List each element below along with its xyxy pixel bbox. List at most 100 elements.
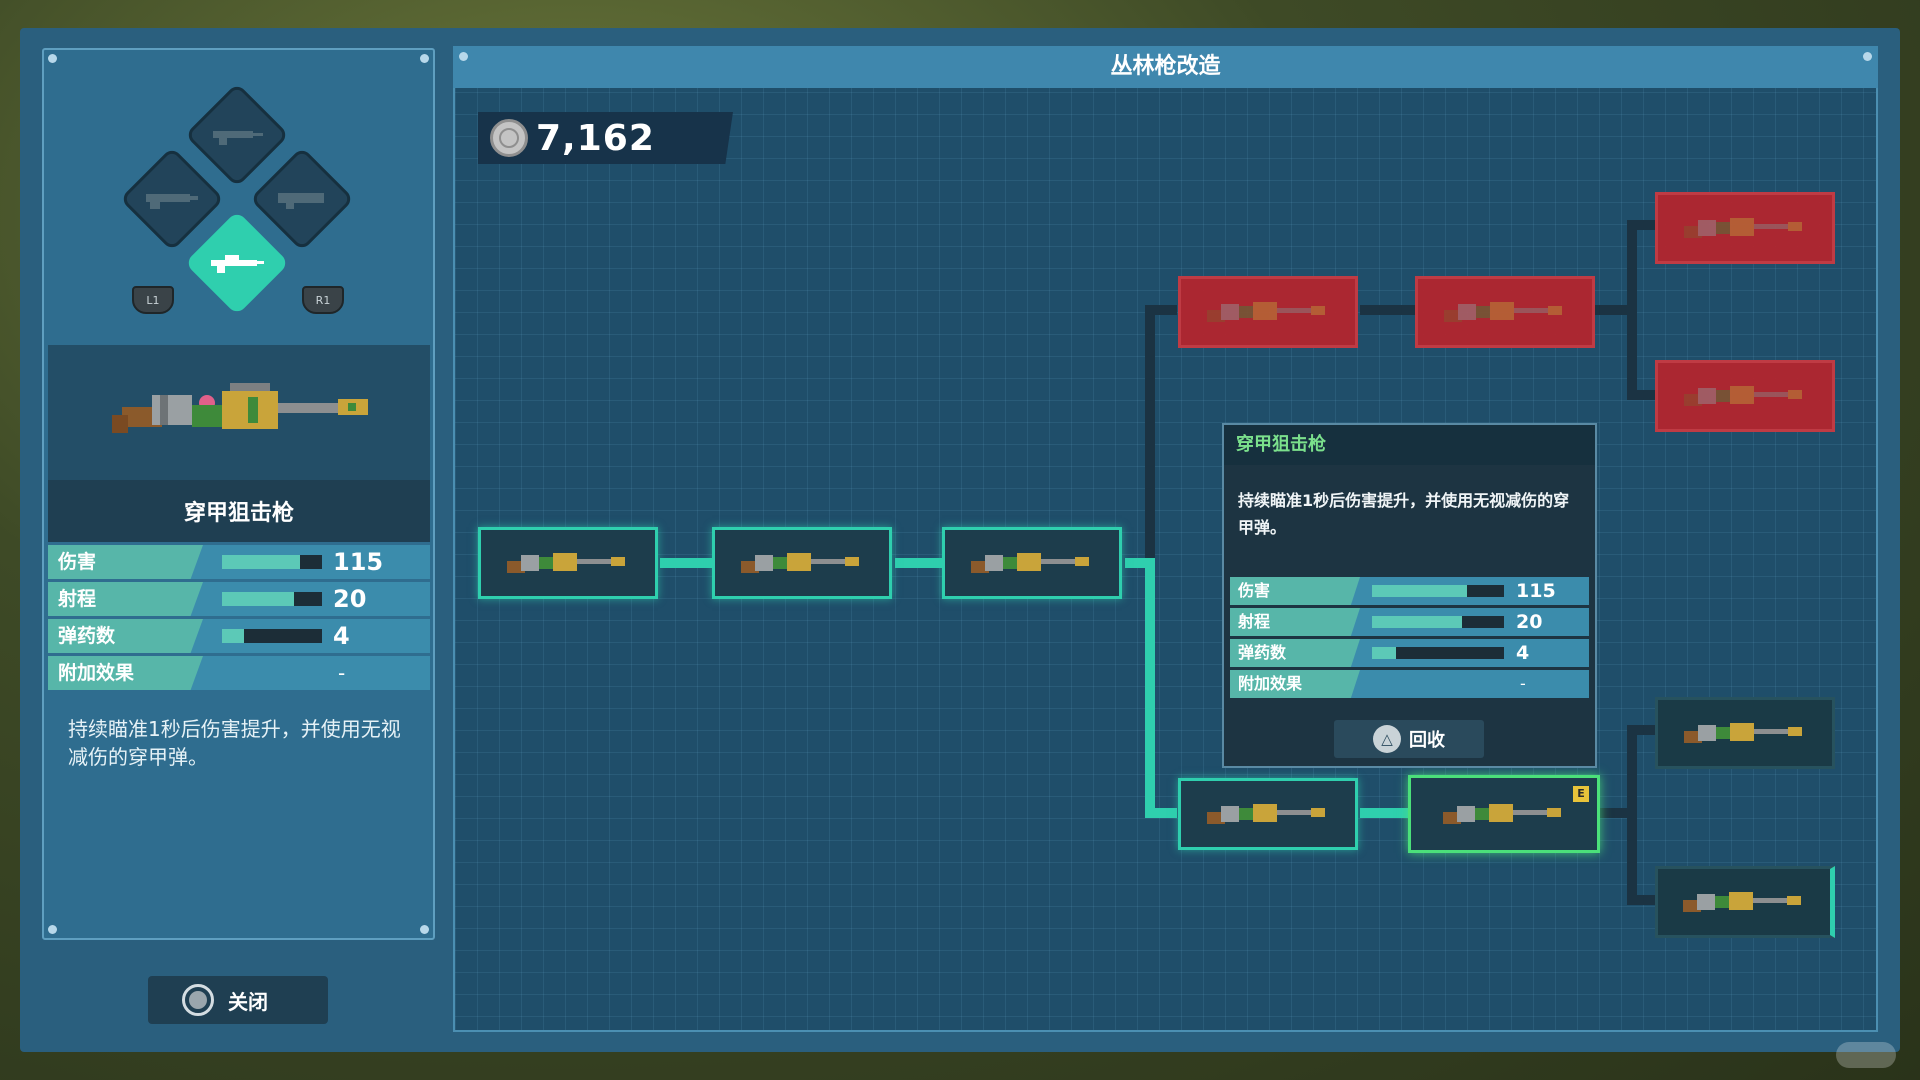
stat-value: 20 bbox=[1516, 611, 1543, 633]
stat-label: 射程 bbox=[1230, 608, 1360, 636]
upgrade-node-locked[interactable] bbox=[1178, 276, 1358, 348]
tree-connector-locked bbox=[1627, 725, 1637, 905]
gun-sprite bbox=[1683, 892, 1801, 912]
corner-dot bbox=[48, 54, 57, 63]
gun-sprite bbox=[1207, 302, 1325, 322]
weapon-slot-selected[interactable] bbox=[184, 210, 290, 316]
tree-connector-locked bbox=[1627, 725, 1657, 735]
upgrade-node-3[interactable] bbox=[942, 527, 1122, 599]
stat-bar bbox=[222, 629, 322, 643]
weapon-slot-right[interactable] bbox=[249, 146, 355, 252]
stat-bar-fill bbox=[222, 629, 244, 643]
currency-value: 7,162 bbox=[536, 117, 655, 159]
stat-bar bbox=[1372, 647, 1504, 659]
stat-value: 115 bbox=[1516, 580, 1556, 602]
stat-label: 伤害 bbox=[1230, 577, 1360, 605]
weapon-tooltip: 穿甲狙击枪 持续瞄准1秒后伤害提升，并使用无视减伤的穿甲弹。 伤害 115 射程… bbox=[1222, 423, 1597, 768]
stat-bar bbox=[222, 592, 322, 606]
tree-connector-locked bbox=[1595, 305, 1627, 315]
recycle-label: 回收 bbox=[1409, 730, 1445, 751]
weapon-name: 穿甲狙击枪 bbox=[48, 480, 430, 542]
weapon-preview bbox=[48, 345, 430, 480]
stat-value: - bbox=[338, 661, 346, 685]
stat-bar-fill bbox=[222, 592, 294, 606]
sniper-rifle-icon bbox=[211, 255, 264, 273]
currency-display: 7,162 bbox=[478, 112, 733, 164]
sniper-rifle-sprite bbox=[112, 383, 368, 433]
stat-bar-fill bbox=[1372, 585, 1468, 597]
tree-connector-locked bbox=[1145, 305, 1177, 315]
circle-button-icon bbox=[182, 984, 214, 1016]
tree-connector-locked bbox=[1627, 895, 1657, 905]
upgrade-node-available[interactable] bbox=[1655, 697, 1835, 769]
stat-value: 20 bbox=[333, 585, 367, 613]
tree-connector-locked bbox=[1360, 305, 1415, 315]
stat-row-damage: 伤害 115 bbox=[48, 545, 430, 579]
tree-connector-locked bbox=[1595, 808, 1627, 818]
stat-label: 弹药数 bbox=[1230, 639, 1360, 667]
upgrade-node-2[interactable] bbox=[712, 527, 892, 599]
weapon-stats: 伤害 115 射程 20 弹药数 4 附加效果 - bbox=[48, 545, 430, 693]
close-label: 关闭 bbox=[228, 989, 268, 1014]
r1-button[interactable]: R1 bbox=[302, 286, 344, 314]
tree-connector-locked bbox=[1627, 390, 1657, 400]
weapon-slot-left[interactable] bbox=[119, 146, 225, 252]
stat-row-effect: 附加效果 - bbox=[1230, 670, 1589, 698]
tree-connector bbox=[1360, 808, 1410, 818]
tree-connector bbox=[1145, 558, 1155, 818]
weapon-description: 持续瞄准1秒后伤害提升，并使用无视减伤的穿甲弹。 bbox=[68, 717, 401, 769]
tree-connector-locked bbox=[1627, 220, 1657, 230]
upgrade-node-locked[interactable] bbox=[1655, 192, 1835, 264]
upgrade-node-locked[interactable] bbox=[1655, 360, 1835, 432]
tree-connector-locked bbox=[1145, 305, 1155, 558]
tooltip-description: 持续瞄准1秒后伤害提升，并使用无视减伤的穿甲弹。 bbox=[1238, 491, 1570, 537]
l1-button[interactable]: L1 bbox=[132, 286, 174, 314]
stat-label: 附加效果 bbox=[48, 656, 203, 690]
stat-label: 伤害 bbox=[48, 545, 203, 579]
triangle-button-icon: △ bbox=[1373, 725, 1401, 753]
gun-sprite bbox=[1684, 386, 1802, 406]
tree-connector bbox=[660, 558, 712, 568]
tooltip-title: 穿甲狙击枪 bbox=[1224, 425, 1595, 465]
corner-dot bbox=[420, 925, 429, 934]
gun-sprite bbox=[1684, 218, 1802, 238]
upgrade-node-1[interactable] bbox=[478, 527, 658, 599]
stat-bar bbox=[1372, 616, 1504, 628]
stat-bar bbox=[222, 555, 322, 569]
stat-row-range: 射程 20 bbox=[48, 582, 430, 616]
stat-row-ammo: 弹药数 4 bbox=[48, 619, 430, 653]
tree-connector bbox=[1125, 558, 1155, 568]
upgrade-node-equipped[interactable]: E bbox=[1408, 775, 1600, 853]
stat-value: 4 bbox=[1516, 642, 1530, 664]
shotgun-icon bbox=[146, 194, 198, 209]
watermark bbox=[1836, 1042, 1896, 1068]
stat-value: 115 bbox=[333, 548, 384, 576]
stat-row-damage: 伤害 115 bbox=[1230, 577, 1589, 605]
gun-sprite bbox=[1444, 302, 1562, 322]
upgrade-node-available[interactable] bbox=[1655, 866, 1835, 938]
stat-bar-fill bbox=[1372, 647, 1396, 659]
stat-label: 附加效果 bbox=[1230, 670, 1360, 698]
corner-dot bbox=[420, 54, 429, 63]
stat-row-range: 射程 20 bbox=[1230, 608, 1589, 636]
stat-bar-fill bbox=[222, 555, 300, 569]
coin-icon bbox=[490, 119, 528, 157]
close-button[interactable]: 关闭 bbox=[148, 976, 328, 1024]
tree-connector bbox=[1145, 808, 1177, 818]
upgrade-node-locked[interactable] bbox=[1415, 276, 1595, 348]
launcher-icon bbox=[278, 193, 324, 209]
rifle-icon bbox=[213, 131, 263, 145]
corner-dot bbox=[459, 52, 468, 61]
gun-sprite bbox=[1207, 804, 1325, 824]
stat-label: 弹药数 bbox=[48, 619, 203, 653]
upgrade-node-4[interactable] bbox=[1178, 778, 1358, 850]
stat-label: 射程 bbox=[48, 582, 203, 616]
tree-connector bbox=[895, 558, 945, 568]
page-title: 丛林枪改造 bbox=[453, 46, 1878, 88]
tree-connector-locked bbox=[1627, 220, 1637, 400]
stat-bar-fill bbox=[1372, 616, 1462, 628]
weapon-slot-top[interactable] bbox=[184, 82, 290, 188]
stat-value: 4 bbox=[333, 622, 350, 650]
recycle-button[interactable]: △ 回收 bbox=[1334, 720, 1484, 758]
stat-value: - bbox=[1520, 674, 1526, 693]
